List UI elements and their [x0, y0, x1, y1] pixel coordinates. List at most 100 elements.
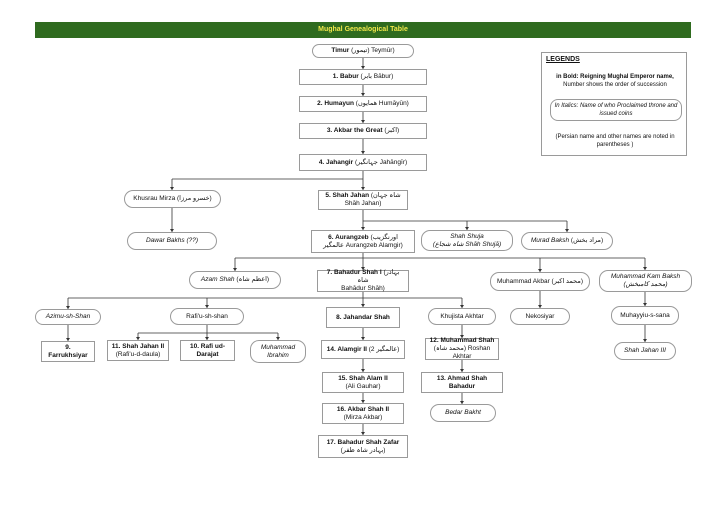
- node-line2: (Ali Gauhar): [345, 382, 381, 390]
- node-name: Muhayyiu-s-sana: [620, 311, 670, 319]
- node-dawar-bakhs: Dawar Bakhs (??): [127, 232, 217, 250]
- node-name: Bedar Bakht: [445, 409, 481, 416]
- node-jahandar-shah: 8. Jahandar Shah: [326, 307, 400, 328]
- node-shah-jahan: 5. Shah Jahan (شاہ جہان Shāh Jahan): [318, 190, 408, 210]
- node-line2: (محمد کامبخش): [623, 281, 668, 288]
- node-name: Azimu-sh-Shan: [45, 313, 91, 320]
- node-persian: (عالمگیر 2): [366, 345, 400, 353]
- node-khujista-akhtar: Khujista Akhtar: [428, 308, 496, 325]
- node-muhammad-akbar: Muhammad Akbar (محمد اکبر): [490, 272, 590, 291]
- node-name: Khusrau Mirza: [133, 195, 176, 202]
- node-line2: (Rafi'u-d-daula): [115, 350, 161, 358]
- node-line2: (محمد شاہ) Roshan Akhtar: [433, 345, 491, 360]
- legend-heading: LEGENDS: [546, 56, 580, 63]
- node-persian: (بابر Bābur): [358, 73, 394, 80]
- node-line2: (شاہ شجاع Shāh Shujā): [432, 240, 502, 248]
- node-name: Muhammad Kam Baksh: [610, 273, 681, 280]
- node-persian: (همایوں Humāyūn): [353, 100, 409, 107]
- legend-bold-text: in Bold: Reigning Mughal Emperor name,: [556, 74, 674, 80]
- node-name: 4. Jahangir: [318, 158, 354, 166]
- legend-italic-note: In Italics: Name of who Proclaimed thron…: [550, 99, 682, 121]
- node-shah-jahan-iii: Shah Jahan III: [614, 342, 676, 360]
- node-nekosiyar: Nekosiyar: [510, 308, 570, 325]
- node-name: Nekosiyar: [525, 312, 555, 320]
- node-name: Muhammad Akbar: [496, 277, 550, 285]
- node-azimu-sh-shan: Azimu-sh-Shan: [35, 309, 101, 325]
- node-persian: (مراد بخش): [569, 237, 604, 244]
- node-name: 13. Ahmad Shah: [436, 374, 488, 382]
- node-name: Shah Shuja: [450, 232, 484, 240]
- node-name: 1. Babur: [332, 73, 359, 80]
- node-humayun: 2. Humayun (همایوں Humāyūn): [299, 96, 427, 112]
- node-name: Muhammad: [260, 343, 296, 351]
- node-line2: عالمگیر Aurangzeb Alamgir): [323, 241, 403, 249]
- node-rafiu-sh-shan: Rafi'u-sh-shan: [170, 308, 244, 325]
- node-name: Dawar Bakhs (??): [145, 237, 199, 244]
- node-muhammad-ibrahim: Muhammad Ibrahim: [250, 340, 306, 363]
- legend-succession-text: Number shows the order of succession: [563, 82, 667, 88]
- node-bedar-bakht: Bedar Bakht: [430, 404, 496, 422]
- node-babur: 1. Babur (بابر Bābur): [299, 69, 427, 85]
- node-name: Khujista Akhtar: [440, 312, 484, 320]
- legend-bold-note: in Bold: Reigning Mughal Emperor name, N…: [550, 73, 680, 89]
- node-name: Shah Jahan III: [624, 347, 666, 354]
- node-muhayyiu-s-sana: Muhayyiu-s-sana: [611, 306, 679, 325]
- legend-persian-note: (Persian name and other names are noted …: [555, 134, 675, 148]
- diagram-title: Mughal Genealogical Table: [35, 22, 691, 38]
- node-name: 12. Muhammad Shah: [429, 337, 495, 344]
- node-akbar-shah-ii: 16. Akbar Shah II (Mirza Akbar): [322, 403, 404, 424]
- node-name: 6. Aurangzeb: [328, 233, 369, 241]
- node-bahadur-shah-zafar: 17. Bahadur Shah Zafar (بہادر شاہ ظفر): [318, 435, 408, 458]
- node-persian: (شاہ جہان: [369, 192, 401, 199]
- node-persian: (اعظم شاہ): [234, 276, 270, 283]
- node-muhammad-shah: 12. Muhammad Shah (محمد شاہ) Roshan Akht…: [425, 337, 499, 360]
- node-name: 2. Humayun: [317, 100, 354, 107]
- node-farrukhsiyar: 9. Farrukhsiyar: [41, 341, 95, 362]
- node-khusrau-mirza: Khusrau Mirza (خسرو مرزا): [124, 190, 221, 208]
- node-muhammad-kam-baksh: Muhammad Kam Baksh (محمد کامبخش): [599, 270, 692, 292]
- node-timur: Timur (تیمور) Teymūr): [312, 44, 414, 58]
- node-name: 5. Shah Jahan: [325, 192, 370, 199]
- node-shah-alam-ii: 15. Shah Alam II (Ali Gauhar): [322, 372, 404, 393]
- node-persian: (اکبر): [382, 127, 400, 134]
- node-name: 3. Akbar the Great: [326, 127, 383, 134]
- node-jahangir: 4. Jahangir (جہانگیر Jahāngīr): [299, 154, 427, 171]
- node-name: 15. Shah Alam II: [338, 374, 388, 382]
- node-ahmad-shah-bahadur: 13. Ahmad Shah Bahadur: [421, 372, 503, 393]
- node-line2: (Mirza Akbar): [343, 413, 383, 421]
- node-name: 7. Bahadur Shah I: [326, 269, 382, 276]
- node-line2: (بہادر شاہ ظفر): [340, 446, 386, 454]
- node-line2: Ibrahim: [267, 351, 289, 359]
- node-shah-shuja: Shah Shuja (شاہ شجاع Shāh Shujā): [421, 230, 513, 251]
- node-line2: Bahādur Shāh): [341, 285, 385, 292]
- node-persian: (جہانگیر Jahāngīr): [353, 158, 408, 166]
- node-name: Timur: [331, 47, 350, 54]
- node-name: 8. Jahandar Shah: [336, 313, 390, 321]
- node-name: 9.: [65, 343, 71, 351]
- node-name: Murad Baksh: [530, 237, 570, 244]
- node-line2: Bahadur: [448, 382, 476, 390]
- node-line2: Shāh Jahan): [344, 200, 382, 207]
- node-rafi-ud-darajat: 10. Rafi ud- Darajat: [180, 340, 235, 361]
- node-alamgir-ii: 14. Alamgir II (عالمگیر 2): [321, 340, 405, 359]
- node-name: Azam Shah: [200, 276, 235, 283]
- node-name: 17. Bahadur Shah Zafar: [326, 438, 400, 446]
- node-name: 10. Rafi ud-: [189, 342, 226, 350]
- node-shah-jahan-ii: 11. Shah Jahan II (Rafi'u-d-daula): [107, 340, 169, 361]
- node-akbar: 3. Akbar the Great (اکبر): [299, 123, 427, 139]
- node-aurangzeb: 6. Aurangzeb (اورنگزیب عالمگیر Aurangzeb…: [311, 230, 415, 253]
- node-murad-baksh: Murad Baksh (مراد بخش): [521, 232, 613, 250]
- legend-box: LEGENDS in Bold: Reigning Mughal Emperor…: [541, 52, 687, 156]
- node-persian: (بہادر شاہ: [357, 269, 400, 284]
- node-bahadur-shah-i: 7. Bahadur Shah I (بہادر شاہ Bahādur Shā…: [317, 269, 409, 292]
- node-persian: (تیمور) Teymūr): [349, 47, 395, 54]
- node-line2: Farrukhsiyar: [48, 351, 88, 359]
- node-name: Rafi'u-sh-shan: [186, 312, 228, 320]
- node-persian: (اورنگزیب: [368, 233, 398, 241]
- node-line2: Darajat: [196, 350, 219, 358]
- node-name: 16. Akbar Shah II: [336, 405, 390, 413]
- node-azam-shah: Azam Shah (اعظم شاہ): [189, 271, 281, 289]
- node-name: 14. Alamgir II: [326, 345, 367, 353]
- node-persian: (خسرو مرزا): [175, 195, 212, 202]
